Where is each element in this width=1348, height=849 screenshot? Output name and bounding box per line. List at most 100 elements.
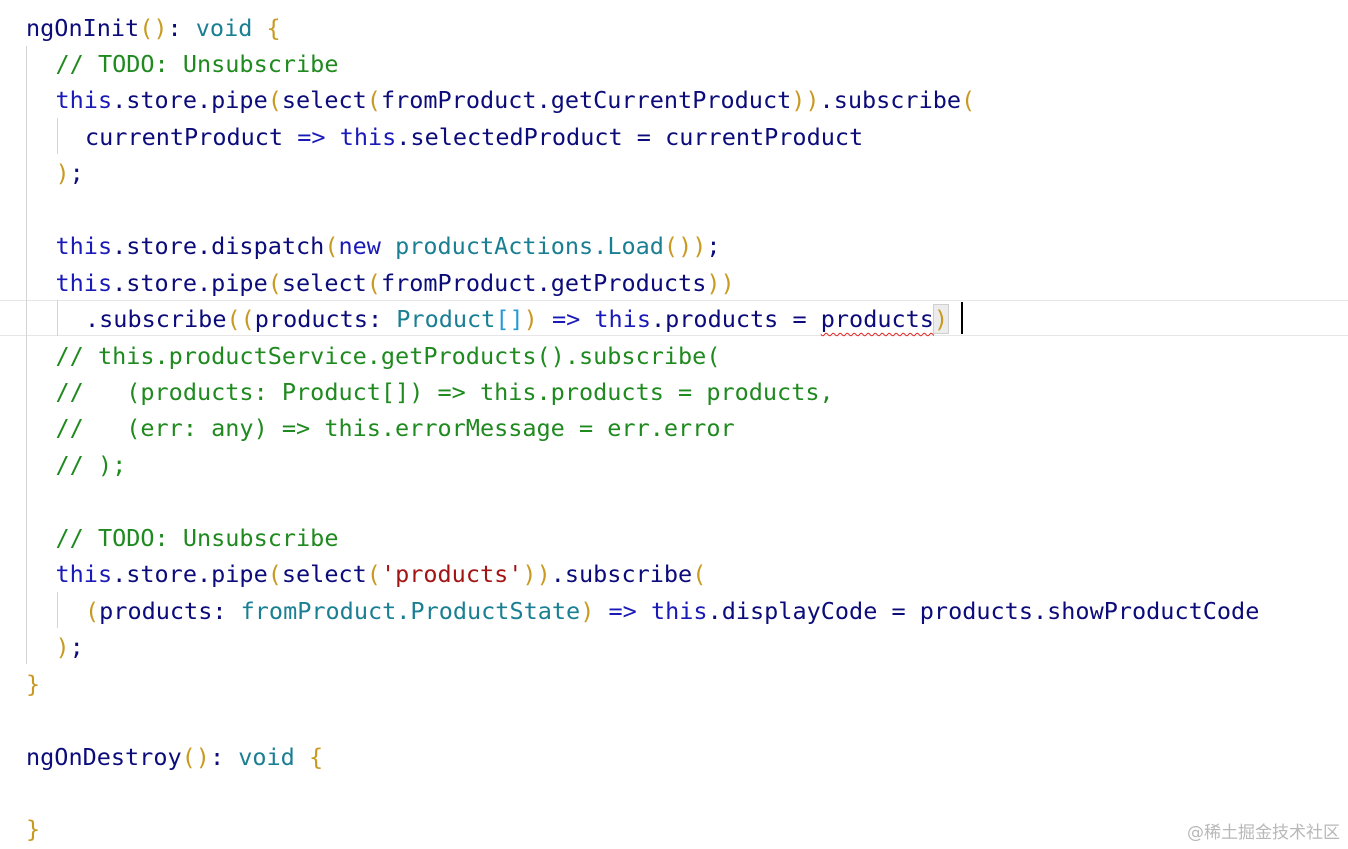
- code-token: currentProduct: [85, 122, 298, 151]
- code-token: .products =: [650, 305, 821, 334]
- code-token: (: [267, 268, 282, 297]
- code-token: )): [791, 86, 820, 115]
- code-token: .store.pipe: [112, 560, 268, 589]
- code-token: .subscribe: [85, 305, 227, 334]
- code-token: ngOnInit: [26, 13, 140, 42]
- code-token: ): [55, 159, 70, 188]
- code-token: (: [692, 560, 707, 589]
- text-cursor: [961, 302, 963, 334]
- code-token: ): [523, 305, 538, 334]
- code-token: select: [281, 268, 367, 297]
- code-token: (: [366, 268, 381, 297]
- code-token: =>: [608, 596, 637, 625]
- code-token: ): [580, 596, 595, 625]
- code-line[interactable]: currentProduct => this.selectedProduct =…: [85, 119, 863, 155]
- code-token: [381, 232, 395, 260]
- indent-guide: [57, 300, 58, 336]
- code-token: []: [495, 305, 524, 334]
- code-token: // );: [55, 450, 127, 479]
- code-token: :: [209, 742, 239, 771]
- code-line[interactable]: // TODO: Unsubscribe: [56, 46, 339, 82]
- code-token: [580, 305, 594, 333]
- code-line[interactable]: this.store.pipe(select('products')).subs…: [56, 556, 707, 592]
- code-token: [637, 597, 651, 625]
- code-token: (: [366, 86, 381, 115]
- code-token: products:: [254, 305, 397, 334]
- indent-guide: [57, 118, 58, 154]
- code-token: (: [961, 86, 976, 115]
- code-token: (): [139, 13, 168, 42]
- code-token: ;: [69, 633, 84, 662]
- code-line[interactable]: }: [26, 666, 40, 702]
- code-token: [326, 123, 340, 151]
- code-token: fromProduct.getProducts: [380, 268, 707, 297]
- code-line[interactable]: );: [56, 629, 84, 665]
- code-token: ): [932, 304, 950, 335]
- code-token: Product: [396, 305, 496, 334]
- code-token: fromProduct.getCurrentProduct: [380, 86, 792, 115]
- code-line[interactable]: ngOnInit(): void {: [26, 10, 281, 46]
- code-token: [538, 305, 552, 333]
- code-token: this: [594, 305, 651, 334]
- code-line[interactable]: this.store.pipe(select(fromProduct.getCu…: [56, 82, 976, 118]
- indent-guide: [57, 592, 58, 628]
- code-token: // (products: Product[]) => this.product…: [55, 378, 834, 406]
- code-token: void: [238, 742, 295, 771]
- code-line[interactable]: );: [56, 155, 84, 191]
- code-token: (): [181, 742, 210, 771]
- code-line[interactable]: // this.productService.getProducts().sub…: [56, 338, 721, 374]
- code-line[interactable]: // (products: Product[]) => this.product…: [56, 374, 834, 410]
- code-token: [295, 743, 309, 771]
- code-token: products: [820, 305, 934, 334]
- code-token: ;: [706, 232, 721, 261]
- code-token: {: [308, 742, 324, 771]
- code-token: .store.dispatch: [112, 232, 325, 261]
- code-token: .store.pipe: [112, 86, 268, 115]
- code-token: // TODO: Unsubscribe: [55, 523, 339, 552]
- code-token: // (err: any) => this.errorMessage = err…: [55, 414, 735, 443]
- code-token: (: [226, 305, 241, 334]
- code-token: select: [281, 560, 367, 589]
- code-token: this: [55, 560, 113, 589]
- code-token: .subscribe: [819, 86, 962, 115]
- code-token: :: [167, 13, 196, 42]
- code-line[interactable]: ngOnDestroy(): void {: [26, 739, 323, 775]
- code-token: new: [338, 232, 381, 261]
- code-token: fromProduct.ProductState: [240, 596, 581, 625]
- code-token: {: [266, 13, 281, 42]
- code-token: void: [195, 13, 253, 42]
- code-token: this: [650, 596, 708, 625]
- code-token: [594, 597, 608, 625]
- code-token: productActions.Load: [395, 232, 664, 261]
- code-token: ): [55, 633, 70, 662]
- code-line[interactable]: }: [26, 811, 40, 847]
- code-token: }: [26, 669, 41, 698]
- code-line[interactable]: // TODO: Unsubscribe: [56, 520, 339, 556]
- code-line[interactable]: this.store.pipe(select(fromProduct.getPr…: [56, 265, 735, 301]
- code-token: // TODO: Unsubscribe: [55, 49, 339, 78]
- code-line[interactable]: // (err: any) => this.errorMessage = err…: [56, 410, 735, 446]
- code-line[interactable]: (products: fromProduct.ProductState) => …: [85, 593, 1259, 629]
- code-line[interactable]: this.store.dispatch(new productActions.L…: [56, 228, 721, 264]
- code-token: (: [324, 232, 339, 261]
- code-token: =>: [297, 122, 326, 151]
- code-token: ngOnDestroy: [26, 742, 182, 771]
- code-token: this: [55, 268, 113, 297]
- code-token: .selectedProduct = currentProduct: [396, 122, 864, 151]
- current-line-highlight: [0, 300, 1348, 336]
- code-token: [252, 14, 266, 42]
- code-token: }: [26, 815, 41, 844]
- code-token: (: [366, 560, 381, 589]
- code-line[interactable]: // );: [56, 447, 127, 483]
- watermark: @稀土掘金技术社区: [1187, 823, 1340, 843]
- code-token: .displayCode = products.showProductCode: [707, 596, 1260, 625]
- code-token: // this.productService.getProducts().sub…: [55, 341, 721, 370]
- code-token: this: [55, 232, 113, 261]
- code-token: )): [522, 560, 551, 589]
- code-token: this: [55, 86, 113, 115]
- code-line[interactable]: .subscribe((products: Product[]) => this…: [85, 301, 950, 337]
- indent-guide: [26, 46, 27, 664]
- code-token: (: [267, 86, 282, 115]
- code-token: select: [281, 86, 367, 115]
